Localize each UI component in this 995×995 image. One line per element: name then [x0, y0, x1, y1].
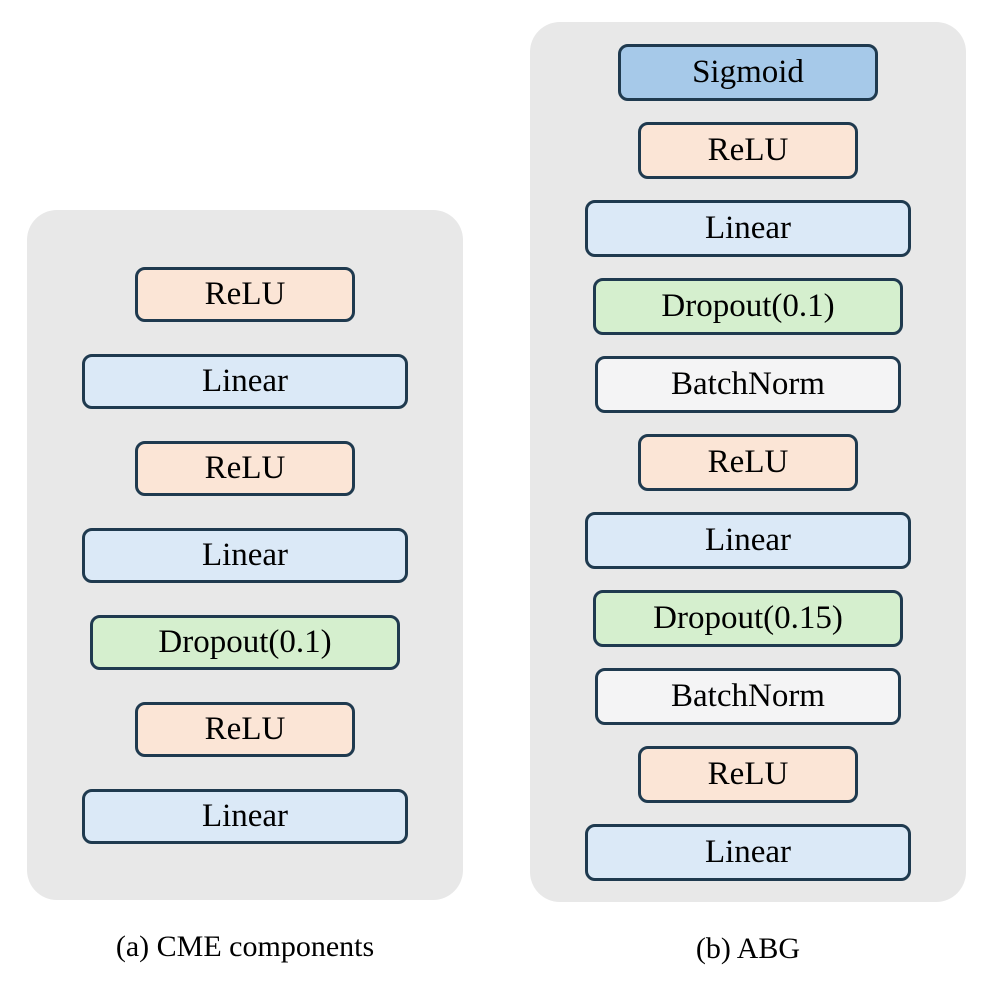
layer-box-sigmoid: Sigmoid — [618, 43, 878, 101]
layer-box-linear: Linear — [82, 353, 408, 409]
panel-cme-components: ReLU Linear ReLU Linear Dropout(0.1) ReL… — [27, 210, 463, 900]
layer-box-linear: Linear — [585, 511, 911, 569]
caption-abg: (b) ABG — [695, 932, 801, 965]
figure-cme-components: ReLU Linear ReLU Linear Dropout(0.1) ReL… — [27, 210, 463, 964]
layer-box-relu: ReLU — [638, 745, 858, 803]
figure-abg: Sigmoid ReLU Linear Dropout(0.1) BatchNo… — [530, 22, 966, 966]
layer-box-relu: ReLU — [638, 433, 858, 491]
caption-cme-components: (a) CME components — [115, 930, 375, 963]
layer-box-batchnorm: BatchNorm — [595, 355, 901, 413]
layer-box-relu: ReLU — [135, 440, 355, 496]
layer-box-batchnorm: BatchNorm — [595, 667, 901, 725]
layer-box-dropout: Dropout(0.15) — [593, 589, 903, 647]
layer-box-dropout: Dropout(0.1) — [593, 277, 903, 335]
layer-box-linear: Linear — [82, 788, 408, 844]
layer-box-linear: Linear — [585, 199, 911, 257]
layer-box-relu: ReLU — [638, 121, 858, 179]
layer-box-linear: Linear — [585, 823, 911, 881]
layer-box-relu: ReLU — [135, 701, 355, 757]
panel-abg: Sigmoid ReLU Linear Dropout(0.1) BatchNo… — [530, 22, 966, 902]
layer-box-dropout: Dropout(0.1) — [90, 614, 400, 670]
layer-box-linear: Linear — [82, 527, 408, 583]
layer-box-relu: ReLU — [135, 266, 355, 322]
